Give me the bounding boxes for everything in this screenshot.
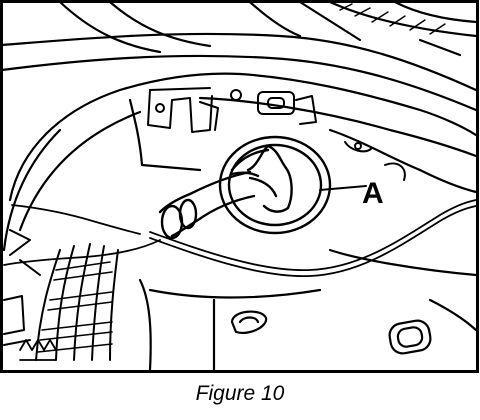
callout-leader-line <box>319 185 367 191</box>
panel-hatching <box>339 3 446 35</box>
lower-panel <box>138 278 478 372</box>
mounting-panel <box>128 72 478 277</box>
rotation-arrow <box>384 162 406 181</box>
left-pillar <box>2 72 242 252</box>
right-brackets <box>230 89 373 153</box>
harness-wraps <box>37 261 113 353</box>
harness-clip <box>19 339 57 361</box>
callout-label-a: A <box>362 177 384 210</box>
figure-caption: Figure 10 <box>195 382 285 405</box>
line-drawing-illustration: A <box>0 0 479 373</box>
upper-bracket <box>147 87 219 133</box>
figure-frame <box>0 0 479 373</box>
lower-mounting-holes <box>230 310 432 355</box>
wire-harness <box>3 229 119 361</box>
hose <box>158 170 256 240</box>
upper-body-panel <box>0 0 478 112</box>
